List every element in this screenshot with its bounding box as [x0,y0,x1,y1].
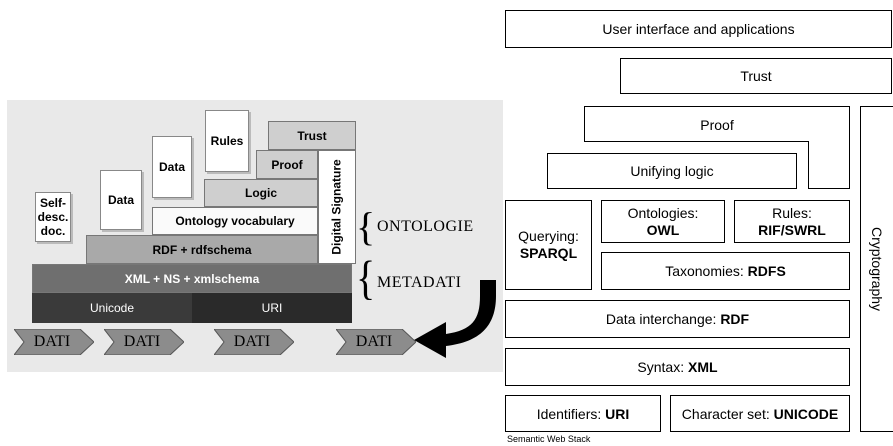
layer-uri: URI [192,293,352,323]
layer-unicode-label: Unicode [89,301,135,315]
layer-proof-label: Proof [271,157,303,172]
layer-trust-label: Trust [297,128,327,143]
taxonomies-prefix: Taxonomies: [665,263,748,279]
uri-label: URI [605,405,630,422]
layer-trust: Trust [268,121,356,150]
querying-box: Querying: SPARQL [505,200,592,290]
xml-label: XML [688,359,718,375]
self-desc-line-3: doc. [40,224,66,238]
charset-prefix: Character set: [681,405,774,422]
cryptography-layer: Cryptography [860,106,893,432]
proof-divider [584,141,808,142]
ontologie-label: ONTOLOGIE [377,218,474,235]
metadati-brace-icon: { [356,250,376,305]
proof-layer: Proof [584,106,850,142]
layer-digital-signature: Digital Signature [318,150,356,264]
data-doc-icon-1: Data [100,170,142,230]
data-doc-2-label: Data [158,160,185,174]
figure-caption: Semantic Web Stack [507,434,591,444]
layer-ontology-vocabulary: Ontology vocabulary [152,207,318,235]
owl-label: OWL [646,221,680,238]
sparql-label: SPARQL [519,245,578,261]
querying-label: Querying: [518,228,579,244]
unicode-label: UNICODE [773,405,839,422]
layer-xml-label: XML + NS + xmlschema [124,271,260,286]
proof-label: Proof [700,116,734,133]
self-desc-doc-icon: Self- desc. doc. [35,192,71,242]
identifiers-prefix: Identifiers: [536,405,606,422]
trust-label: Trust [740,68,772,84]
layer-unicode: Unicode [32,293,192,323]
proof-leg [808,141,850,189]
taxonomies-box: Taxonomies: RDFS [601,252,850,290]
unifying-logic-layer: Unifying logic [547,153,797,189]
data-interchange-layer: Data interchange: RDF [505,300,850,338]
ontologies-label: Ontologies: [627,204,699,221]
user-interface-layer: User interface and applications [505,10,892,48]
curved-arrow-icon [414,280,496,358]
rules-doc-icon: Rules [205,110,249,172]
rdfs-label: RDFS [747,263,786,279]
dati-arrow-2: DATI [104,329,184,355]
digital-signature-label: Digital Signature [330,159,344,255]
data-interchange-prefix: Data interchange: [605,311,721,327]
syntax-layer: Syntax: XML [505,348,850,386]
dati-label-2: DATI [123,333,161,350]
trust-layer: Trust [620,58,892,94]
layer-rdf-label: RDF + rdfschema [152,242,252,257]
identifiers-box: Identifiers: URI [505,395,661,432]
metadati-label: METADATI [377,274,462,291]
rules-label: Rules: [772,204,812,221]
layer-ontology-label: Ontology vocabulary [175,214,295,228]
character-set-box: Character set: UNICODE [670,395,850,432]
layer-uri-label: URI [261,301,283,315]
dati-label-1: DATI [33,333,71,350]
rif-swrl-label: RIF/SWRL [758,221,826,238]
user-interface-label: User interface and applications [602,21,795,37]
rdf-label: RDF [720,311,750,327]
layer-proof: Proof [256,150,318,179]
data-doc-icon-2: Data [152,136,192,198]
cryptography-label: Cryptography [869,226,886,312]
self-desc-line-1: Self- [39,196,66,210]
layer-logic-label: Logic [245,186,277,200]
ontologie-brace-icon: { [356,204,376,249]
dati-label-4: DATI [355,333,393,350]
rules-doc-label: Rules [210,134,244,148]
layer-rdf: RDF + rdfschema [86,235,318,264]
data-doc-1-label: Data [107,193,134,207]
dati-arrow-3: DATI [214,329,294,355]
dati-label-3: DATI [233,333,271,350]
layer-logic: Logic [204,179,318,207]
syntax-prefix: Syntax: [637,359,689,375]
ontologies-box: Ontologies: OWL [601,200,725,243]
dati-arrow-4: DATI [336,329,416,355]
self-desc-line-2: desc. [37,210,69,224]
dati-arrow-1: DATI [14,329,94,355]
unifying-logic-label: Unifying logic [630,163,714,179]
rules-box: Rules: RIF/SWRL [734,200,850,243]
layer-xml: XML + NS + xmlschema [32,264,352,293]
